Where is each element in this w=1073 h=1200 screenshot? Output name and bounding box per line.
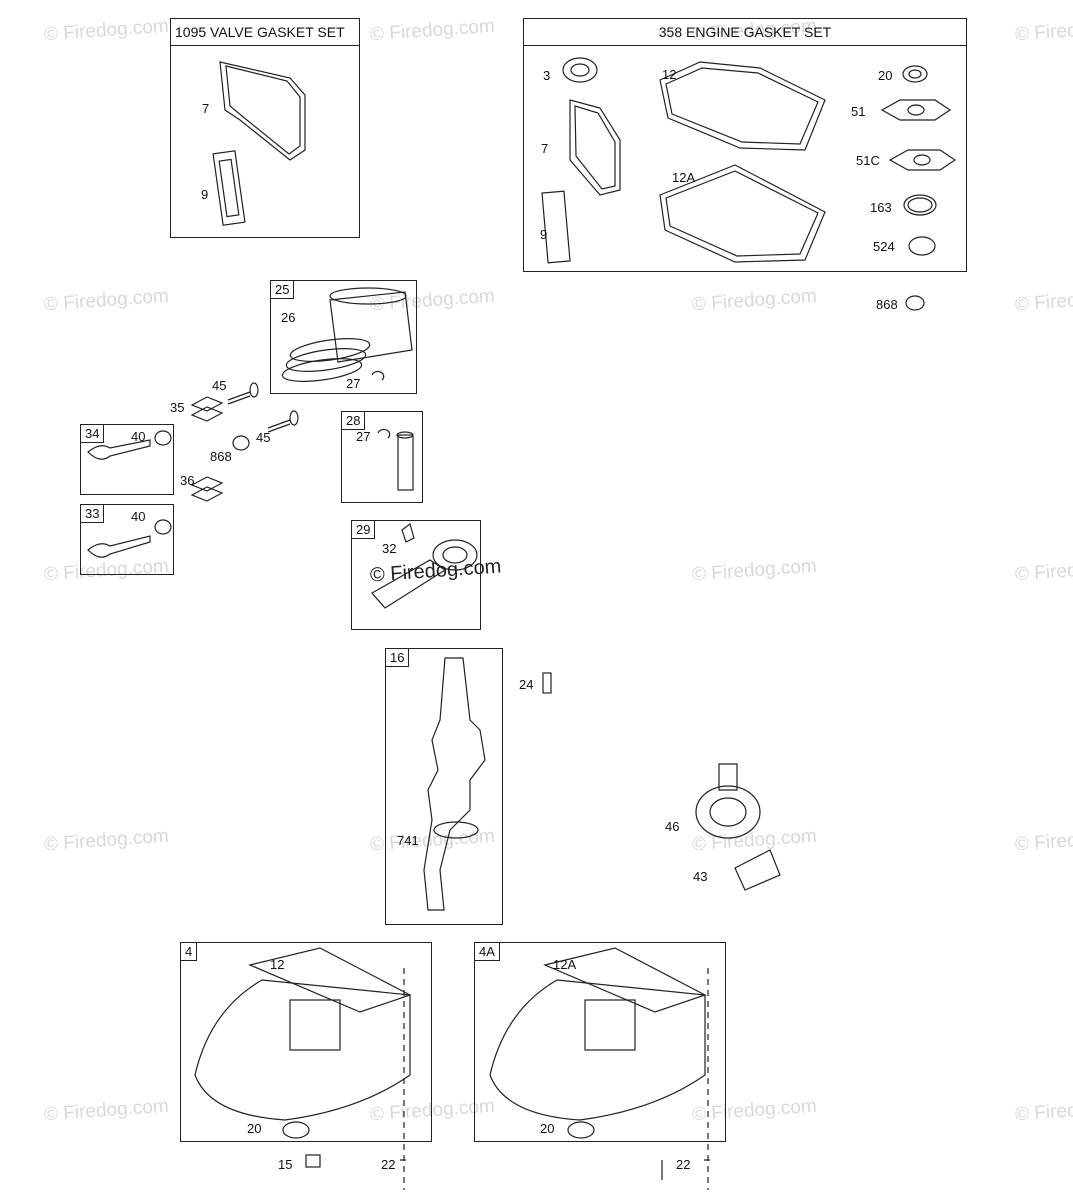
piston-box-tag: 25 — [271, 281, 295, 299]
part-label: 868 — [876, 297, 898, 312]
connecting-rod-box: 29 — [351, 520, 481, 630]
intake-valve-box: 33 — [80, 504, 174, 575]
sump-gasket-drawing-2 — [659, 164, 826, 263]
valve-spring-drawing-2 — [190, 476, 224, 502]
head-gasket-drawing — [219, 61, 306, 161]
engine-gasket-set-title: 358 ENGINE GASKET SET — [524, 19, 966, 46]
bolt-22-drawing — [400, 968, 408, 1190]
piston-pin-box: 28 — [341, 411, 423, 503]
part-label: 868 — [210, 449, 232, 464]
valve-gasket-set-title: 1095 VALVE GASKET SET — [171, 19, 359, 46]
part-label: 46 — [665, 819, 680, 834]
part-label: 20 — [878, 68, 893, 83]
part-label: 27 — [346, 376, 361, 391]
connecting-rod-drawing — [371, 559, 447, 609]
part-label: 43 — [693, 869, 708, 884]
part-label: 32 — [382, 541, 397, 556]
piston-drawing — [329, 291, 413, 363]
engine-gasket-set-box: 358 ENGINE GASKET SET — [523, 18, 967, 272]
sump-drawing-2 — [489, 979, 706, 1121]
part-label: 45 — [212, 378, 227, 393]
part-label: 12 — [270, 957, 285, 972]
crankshaft-box-tag: 16 — [386, 649, 410, 667]
piston-pin-drawing — [397, 434, 414, 491]
sump-alt-box: 4A — [474, 942, 726, 1142]
part-label: 163 — [870, 200, 892, 215]
part-label: 45 — [256, 430, 271, 445]
sump-drawing — [194, 979, 411, 1121]
part-label: 9 — [201, 187, 209, 202]
gasket-51c-drawing — [888, 149, 957, 171]
governor-drawing — [734, 849, 781, 891]
breather-gasket-drawing-2 — [541, 190, 571, 264]
part-label: 3 — [543, 68, 551, 83]
plug-868-drawing — [905, 295, 925, 311]
part-label: 12A — [672, 170, 696, 185]
sump-box: 4 — [180, 942, 432, 1142]
exhaust-valve-box-tag: 34 — [81, 425, 105, 443]
seal-868-drawing — [232, 435, 250, 451]
valve-45b-drawing — [267, 419, 291, 433]
part-label: 51 — [851, 104, 866, 119]
part-label: 27 — [356, 429, 371, 444]
exhaust-valve-drawing — [87, 439, 151, 460]
part-label: 40 — [131, 429, 146, 444]
gasket-51-drawing — [880, 99, 952, 121]
valve-spring-drawing — [190, 396, 224, 422]
part-label: 20 — [540, 1121, 555, 1136]
part-label: 7 — [541, 141, 549, 156]
oil-seal-drawing — [562, 57, 598, 83]
valve-45-drawing — [227, 391, 251, 405]
crankshaft-drawing — [423, 657, 486, 911]
bolt-22b-drawing — [704, 968, 712, 1190]
seal-20-drawing — [902, 65, 928, 83]
part-label: 22 — [676, 1157, 691, 1172]
part-label: 22 — [381, 1157, 396, 1172]
part-label: 24 — [519, 677, 534, 692]
part-label: 36 — [180, 473, 195, 488]
valve-gasket-set-box: 1095 VALVE GASKET SET — [170, 18, 360, 238]
part-label: 35 — [170, 400, 185, 415]
connecting-rod-box-tag: 29 — [352, 521, 376, 539]
piston-ring-drawing — [289, 338, 371, 362]
crankshaft-box: 16 — [385, 648, 503, 925]
exhaust-valve-box: 34 — [80, 424, 174, 495]
key-24-drawing — [542, 672, 552, 694]
part-label: 26 — [281, 310, 296, 325]
part-label: 15 — [278, 1157, 293, 1172]
piston-pin-box-tag: 28 — [342, 412, 366, 430]
part-label: 524 — [873, 239, 895, 254]
piston-box: 25 — [270, 280, 417, 394]
part-label: 51C — [856, 153, 880, 168]
part-label: 12 — [662, 67, 677, 82]
part-label: 20 — [247, 1121, 262, 1136]
breather-gasket-drawing — [212, 150, 246, 226]
cam-gear-drawing — [695, 785, 761, 839]
sump-alt-box-tag: 4A — [475, 943, 500, 961]
sump-gasket-drawing — [659, 61, 826, 151]
ring-163-drawing — [903, 194, 937, 216]
part-label: 9 — [540, 227, 548, 242]
part-label: 741 — [397, 833, 419, 848]
sump-box-tag: 4 — [181, 943, 198, 961]
part-label: 40 — [131, 509, 146, 524]
ring-524-drawing — [908, 236, 936, 256]
part-label: 12A — [553, 957, 577, 972]
part-label: 7 — [202, 101, 210, 116]
intake-valve-box-tag: 33 — [81, 505, 105, 523]
head-gasket-drawing-2 — [569, 99, 621, 196]
intake-valve-drawing — [87, 535, 151, 558]
